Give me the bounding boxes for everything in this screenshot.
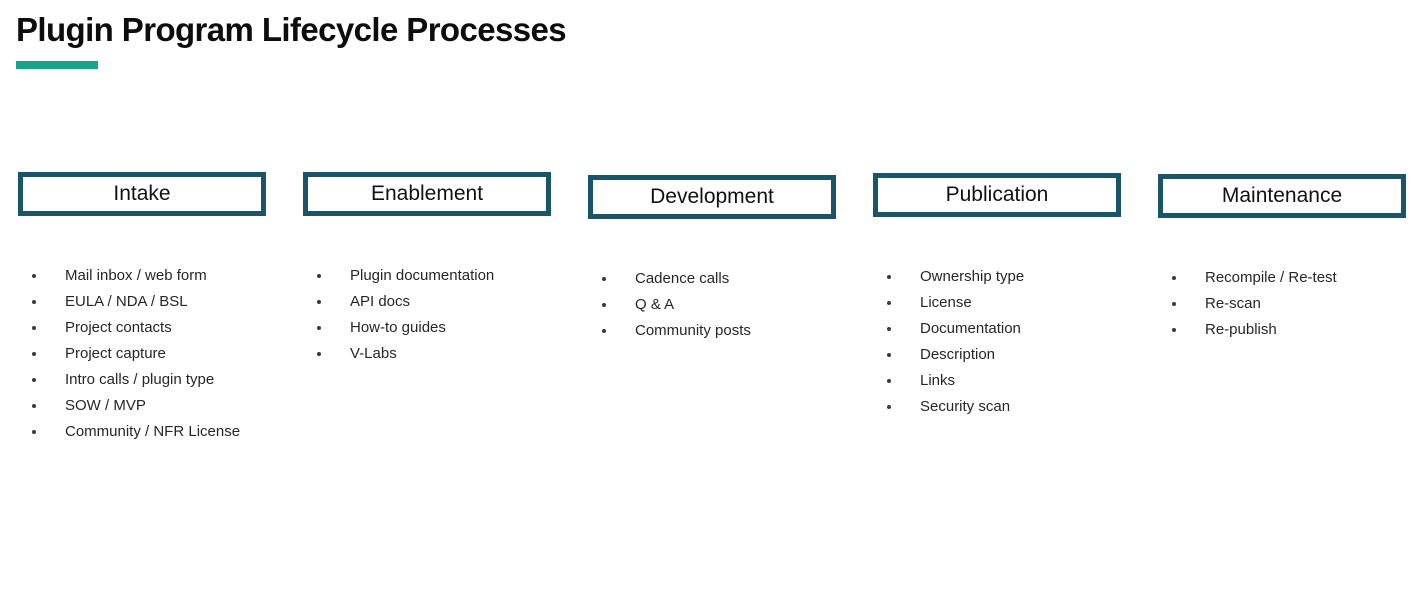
list-item-label: Intro calls / plugin type [65,371,215,388]
list-item-label: Project capture [65,345,166,362]
list-item: Community posts [588,318,836,344]
list-item: License [873,290,1121,316]
bullet-dot-icon [317,274,321,278]
bullet-dot-icon [887,353,891,357]
bullet-dot-icon [887,405,891,409]
list-item-label: Re-publish [1205,321,1277,338]
list-item-label: Plugin documentation [350,267,495,284]
list-item-label: Ownership type [920,268,1025,285]
stage-box-label: Publication [945,183,1049,206]
list-item: Intro calls / plugin type [18,367,266,393]
list-item: Re-scan [1158,291,1406,317]
list-item: Re-publish [1158,317,1406,343]
bullet-dot-icon [1172,328,1176,332]
bullet-dot-icon [32,300,36,304]
stage-box-label: Enablement [370,182,484,205]
stage-list-intake: Mail inbox / web form EULA / NDA / BSL P… [18,263,266,445]
list-item-label: Community posts [635,322,751,339]
bullet-dot-icon [32,352,36,356]
bullet-dot-icon [32,326,36,330]
list-item: Ownership type [873,264,1121,290]
list-item-label: EULA / NDA / BSL [65,293,188,310]
list-item-label: How-to guides [350,319,446,336]
bullet-dot-icon [32,430,36,434]
bullet-dot-icon [887,301,891,305]
list-item: Links [873,368,1121,394]
list-item-label: Community / NFR License [65,423,241,440]
list-item: How-to guides [303,315,551,341]
bullet-dot-icon [602,277,606,281]
list-item-label: License [920,294,972,311]
stage-box-maintenance[interactable]: Maintenance [1158,174,1406,218]
list-item-label: Documentation [920,320,1021,337]
title-accent-bar [16,61,98,69]
list-item-label: Project contacts [65,319,172,336]
stage-box-label: Development [650,185,774,208]
stage-box-development[interactable]: Development [588,175,836,219]
list-item-label: Cadence calls [635,270,730,287]
title-block: Plugin Program Lifecycle Processes [16,8,1016,69]
stage-list-enablement: Plugin documentation API docs How-to gui… [303,263,551,367]
bullet-dot-icon [32,404,36,408]
list-item-label: Q & A [635,296,675,313]
bullet-dot-icon [887,327,891,331]
list-item: Cadence calls [588,266,836,292]
lifecycle-columns: Intake Mail inbox / web form EULA / NDA … [18,172,1409,445]
bullet-dot-icon [317,300,321,304]
list-item-label: Re-scan [1205,295,1261,312]
stage-box-publication[interactable]: Publication [873,173,1121,217]
list-item-label: Links [920,372,956,389]
list-item: Q & A [588,292,836,318]
bullet-dot-icon [32,378,36,382]
stage-box-label: Intake [113,182,171,205]
stage-list-maintenance: Recompile / Re-test Re-scan Re-publish [1158,265,1406,343]
list-item: Community / NFR License [18,419,266,445]
lifecycle-column-maintenance: Maintenance Recompile / Re-test Re-scan … [1158,174,1406,343]
list-item-label: API docs [350,293,411,310]
bullet-dot-icon [1172,302,1176,306]
list-item: Project capture [18,341,266,367]
list-item-label: Recompile / Re-test [1205,269,1337,286]
list-item: SOW / MVP [18,393,266,419]
list-item-label: SOW / MVP [65,397,146,414]
list-item-label: Description [920,346,996,363]
stage-box-label: Maintenance [1221,184,1343,207]
list-item: V-Labs [303,341,551,367]
list-item: Project contacts [18,315,266,341]
list-item: EULA / NDA / BSL [18,289,266,315]
stage-list-development: Cadence calls Q & A Community posts [588,266,836,344]
bullet-dot-icon [887,379,891,383]
list-item: Description [873,342,1121,368]
stage-box-enablement[interactable]: Enablement [303,172,551,216]
bullet-dot-icon [602,303,606,307]
list-item: Security scan [873,394,1121,420]
stage-box-intake[interactable]: Intake [18,172,266,216]
bullet-dot-icon [1172,276,1176,280]
list-item: Mail inbox / web form [18,263,266,289]
list-item-label: V-Labs [350,345,397,362]
list-item: Documentation [873,316,1121,342]
bullet-dot-icon [32,274,36,278]
lifecycle-column-development: Development Cadence calls Q & A Communit… [588,175,836,344]
lifecycle-column-enablement: Enablement Plugin documentation API docs… [303,172,551,367]
list-item: API docs [303,289,551,315]
bullet-dot-icon [317,326,321,330]
stage-list-publication: Ownership type License Documentation Des… [873,264,1121,420]
list-item: Plugin documentation [303,263,551,289]
bullet-dot-icon [317,352,321,356]
bullet-dot-icon [602,329,606,333]
list-item-label: Security scan [920,398,1011,415]
list-item: Recompile / Re-test [1158,265,1406,291]
lifecycle-column-publication: Publication Ownership type License Docum… [873,173,1121,420]
lifecycle-column-intake: Intake Mail inbox / web form EULA / NDA … [18,172,266,445]
page-title: Plugin Program Lifecycle Processes [16,11,567,48]
list-item-label: Mail inbox / web form [65,267,207,284]
bullet-dot-icon [887,275,891,279]
